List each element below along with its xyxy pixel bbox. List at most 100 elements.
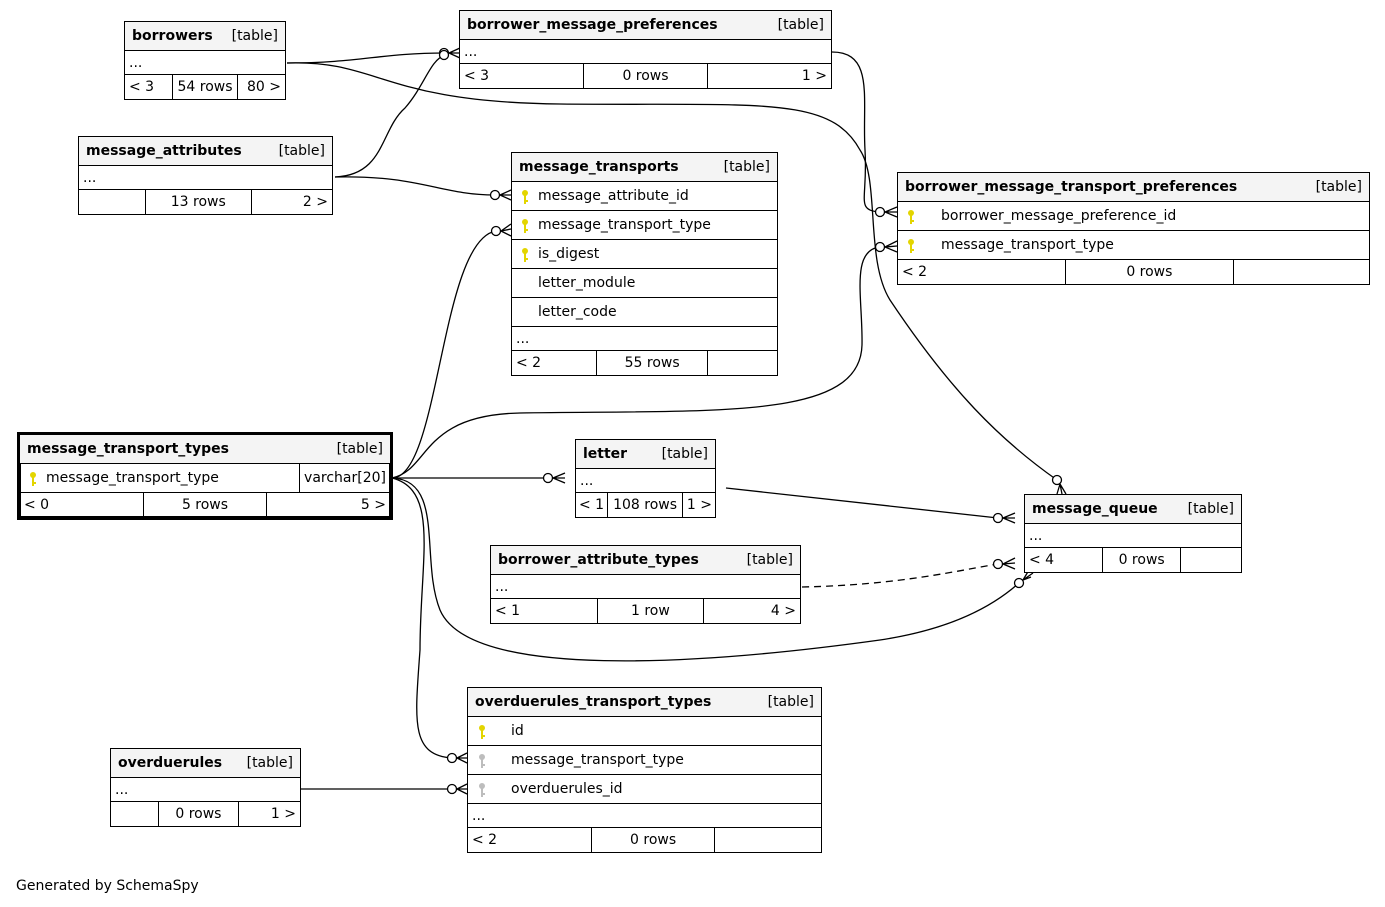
column-row[interactable]: borrower_message_preference_id [898,202,1369,231]
table-message-transport-types[interactable]: message_transport_types [table] message_… [17,432,393,520]
more-columns: ... [576,469,715,493]
row-count: 0 rows [1064,260,1233,284]
table-footer: 13 rows 2 > [79,190,332,214]
column-row[interactable]: is_digest [512,240,777,269]
row-count: 0 rows [590,828,715,852]
table-kind: [table] [231,28,278,44]
table-footer: < 2 55 rows [512,351,777,375]
children-link[interactable] [706,351,777,375]
parents-link[interactable]: < 4 [1029,552,1055,568]
table-overduerules-transport-types[interactable]: overduerules_transport_types [table] id … [467,687,822,853]
table-kind: [table] [336,441,383,457]
table-footer: < 3 54 rows 80 > [125,75,285,99]
row-count: 1 row [596,599,704,623]
table-borrowers[interactable]: borrowers [table] ... < 3 54 rows 80 > [124,21,286,100]
column-row[interactable]: message_transport_type varchar[20] [20,464,390,493]
table-kind: [table] [777,17,824,33]
children-link[interactable]: 4 > [703,599,800,623]
primary-key-icon [522,190,528,204]
table-header: borrower_message_preferences [table] [460,11,831,40]
parents-link[interactable]: < 3 [464,68,490,84]
edge-mtt-mt [391,230,497,479]
column-row[interactable]: letter_code [512,298,777,327]
children-link[interactable]: 80 > [236,75,285,99]
column-type: varchar[20] [299,464,390,492]
children-link[interactable] [1180,548,1241,572]
table-borrower-message-transport-preferences[interactable]: borrower_message_transport_preferences [… [897,172,1370,285]
table-header: message_transports [table] [512,153,777,182]
primary-key-icon [522,248,528,262]
more-columns: ... [111,778,300,802]
table-kind: [table] [1315,179,1362,195]
edge-mtt-bmtp [391,246,881,479]
parents-link[interactable] [79,190,145,214]
column-row[interactable]: letter_module [512,269,777,298]
column-name: letter_module [538,275,636,291]
table-message-attributes[interactable]: message_attributes [table] ... 13 rows 2… [78,136,333,215]
table-footer: < 1 1 row 4 > [491,599,800,623]
more-columns: ... [468,804,821,828]
generated-by-note: Generated by SchemaSpy [16,878,199,894]
column-row[interactable]: message_attribute_id [512,182,777,211]
column-row[interactable]: message_transport_type [512,211,777,240]
parents-link[interactable]: < 2 [472,832,498,848]
children-link[interactable] [1232,260,1369,284]
parents-link[interactable]: < 2 [902,264,928,280]
table-footer: < 4 0 rows [1025,548,1241,572]
table-header: message_attributes [table] [79,137,332,166]
table-borrower-attribute-types[interactable]: borrower_attribute_types [table] ... < 1… [490,545,801,624]
column-name: message_transport_type [46,470,219,486]
table-message-transports[interactable]: message_transports [table] message_attri… [511,152,778,376]
parents-link[interactable]: < 1 [495,603,521,619]
parents-link[interactable] [111,802,158,826]
table-letter[interactable]: letter [table] ... < 1 108 rows 1 > [575,439,716,518]
column-row[interactable]: message_transport_type [468,746,821,775]
primary-key-icon [30,472,36,486]
column-name: id [511,723,524,739]
more-columns: ... [491,575,800,599]
parents-link[interactable]: < 1 [579,497,605,513]
column-name: borrower_message_preference_id [941,208,1177,224]
table-footer: 0 rows 1 > [111,802,300,826]
table-header: overduerules_transport_types [table] [468,688,821,717]
column-row[interactable]: id [468,717,821,746]
table-name: message_transports [519,159,679,175]
column-name: overduerules_id [511,781,623,797]
table-name: message_queue [1032,501,1158,517]
more-columns: ... [79,166,332,190]
table-message-queue[interactable]: message_queue [table] ... < 4 0 rows [1024,494,1242,573]
children-link[interactable]: 1 > [707,64,831,88]
children-link[interactable]: 5 > [266,493,390,517]
children-link[interactable]: 1 > [237,802,300,826]
edge-bat-message-queue [801,563,999,588]
edge-mtt-ott [391,477,453,759]
table-header: message_queue [table] [1025,495,1241,524]
table-name: borrower_message_transport_preferences [905,179,1238,195]
table-name: overduerules [118,755,223,771]
table-footer: < 1 108 rows 1 > [576,493,715,517]
children-link[interactable]: 1 > [682,493,715,517]
table-name: message_attributes [86,143,242,159]
table-name: overduerules_transport_types [475,694,712,710]
parents-link[interactable]: < 2 [516,355,542,371]
table-overduerules[interactable]: overduerules [table] ... 0 rows 1 > [110,748,301,827]
column-row[interactable]: overduerules_id [468,775,821,804]
parents-link[interactable]: < 0 [24,497,50,513]
table-name: borrowers [132,28,213,44]
parents-link[interactable]: < 3 [129,79,155,95]
column-row[interactable]: message_transport_type [898,231,1369,260]
children-link[interactable] [714,828,821,852]
table-footer: < 0 5 rows 5 > [20,493,390,517]
row-count: 0 rows [157,802,238,826]
edge-message-attributes-mt [334,176,496,196]
row-count: 5 rows [142,493,267,517]
children-link[interactable]: 2 > [250,190,332,214]
table-header: message_transport_types [table] [20,435,390,464]
table-borrower-message-preferences[interactable]: borrower_message_preferences [table] ...… [459,10,832,89]
table-header: borrowers [table] [125,22,285,51]
primary-key-icon [522,219,528,233]
row-count: 13 rows [144,190,251,214]
more-columns: ... [1025,524,1241,548]
table-kind: [table] [723,159,770,175]
table-name: letter [583,446,628,462]
